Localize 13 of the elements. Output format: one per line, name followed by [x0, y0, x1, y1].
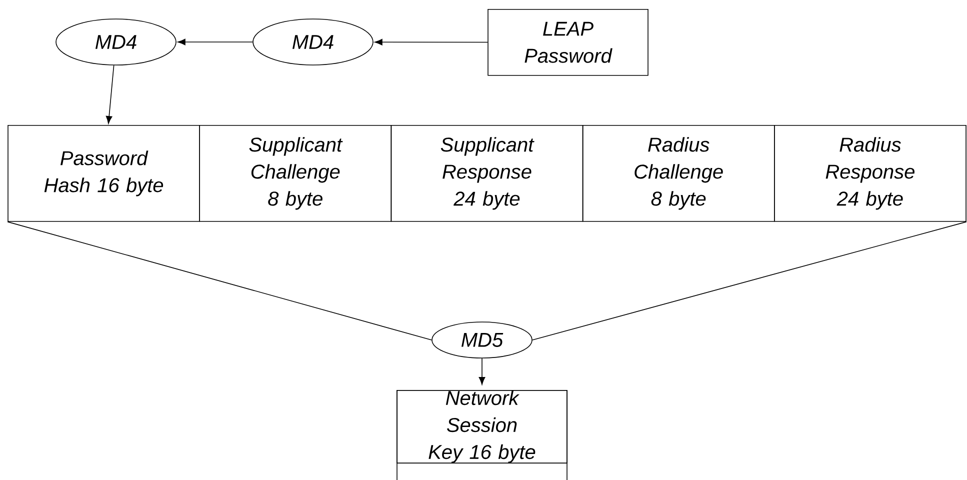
input-box: LEAP Password	[488, 9, 648, 76]
arrow	[106, 65, 114, 124]
field-cell: Supplicant Challenge 8 byte	[199, 125, 392, 222]
field-cell: Password Hash 16 byte	[8, 125, 200, 222]
field-cell: Radius Response 24 byte	[774, 125, 966, 222]
output-box: Network Session Key 16 byte	[396, 390, 568, 480]
arrow	[374, 38, 488, 46]
connector-line	[7, 221, 432, 340]
arrow	[478, 358, 486, 385]
field-cell: Radius Challenge 8 byte	[582, 125, 775, 222]
arrow	[178, 38, 253, 46]
connector-line	[532, 221, 967, 340]
field-cell: Supplicant Response 24 byte	[390, 125, 584, 222]
